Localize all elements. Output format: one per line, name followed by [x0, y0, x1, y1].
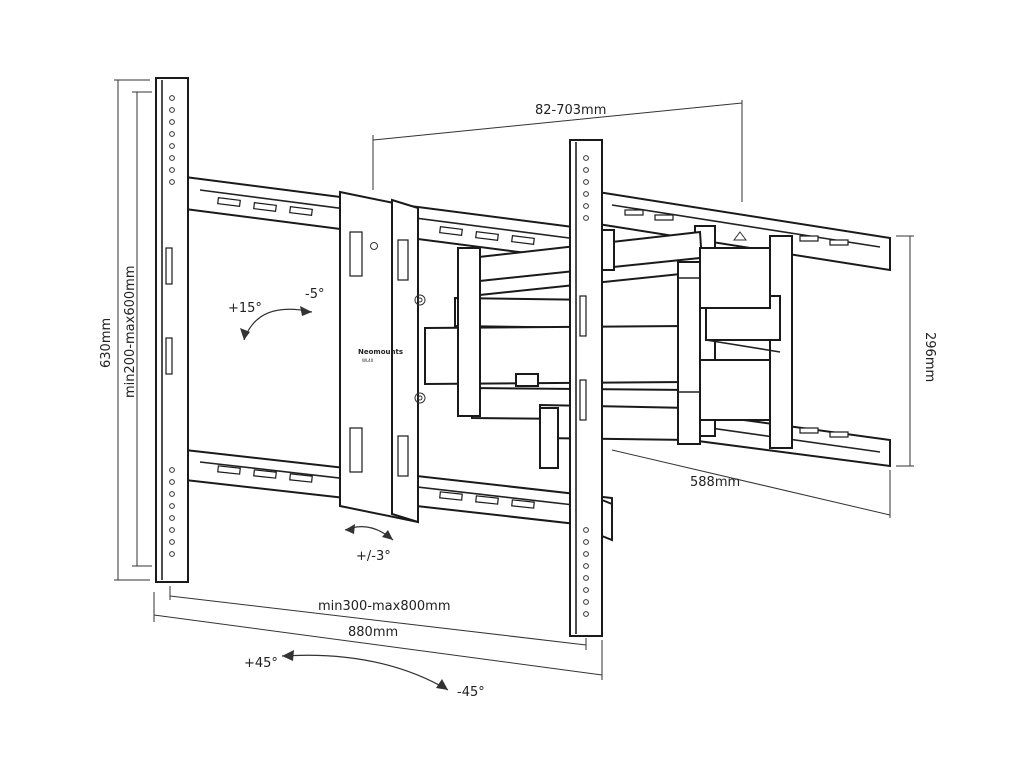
tilt-indicator: +15° -5° [228, 287, 324, 341]
brand-model: WL40 [362, 358, 374, 363]
rotation-label: +/-3° [356, 549, 391, 564]
arm-extension-label: 82-703mm [535, 103, 606, 118]
tv-bracket-right [569, 139, 613, 637]
overall-width-label: 880mm [348, 625, 398, 640]
horizontal-hole-range-label: min300-max800mm [318, 599, 450, 614]
wall-plate-height-label: 296mm [922, 332, 937, 382]
tilt-down-label: -5° [305, 287, 324, 302]
brand-logo: Neomounts [358, 348, 403, 356]
vertical-hole-range-label: min200-max600mm [123, 266, 138, 398]
dim-arm-extension: 82-703mm [372, 100, 743, 202]
dim-vertical-hole-range: min200-max600mm [123, 91, 152, 567]
center-mount-plate: Neomounts WL40 [339, 190, 426, 524]
dim-wall-plate-height: 296mm [896, 235, 937, 467]
dim-horizontal-hole-range: min300-max800mm [169, 586, 587, 650]
overall-height-label: 630mm [99, 318, 114, 368]
tv-bracket-left [155, 77, 189, 583]
swivel-left-label: +45° [244, 656, 278, 671]
dim-wall-plate-width: 588mm [611, 449, 891, 518]
swivel-right-label: -45° [457, 685, 485, 700]
rotation-indicator: +/-3° [344, 524, 394, 564]
dim-overall-height: 630mm [99, 79, 150, 581]
wall-plate-width-label: 588mm [690, 475, 740, 490]
tilt-up-label: +15° [228, 301, 262, 316]
dim-overall-width: 880mm [153, 592, 603, 680]
swivel-indicator: +45° -45° [244, 650, 485, 700]
